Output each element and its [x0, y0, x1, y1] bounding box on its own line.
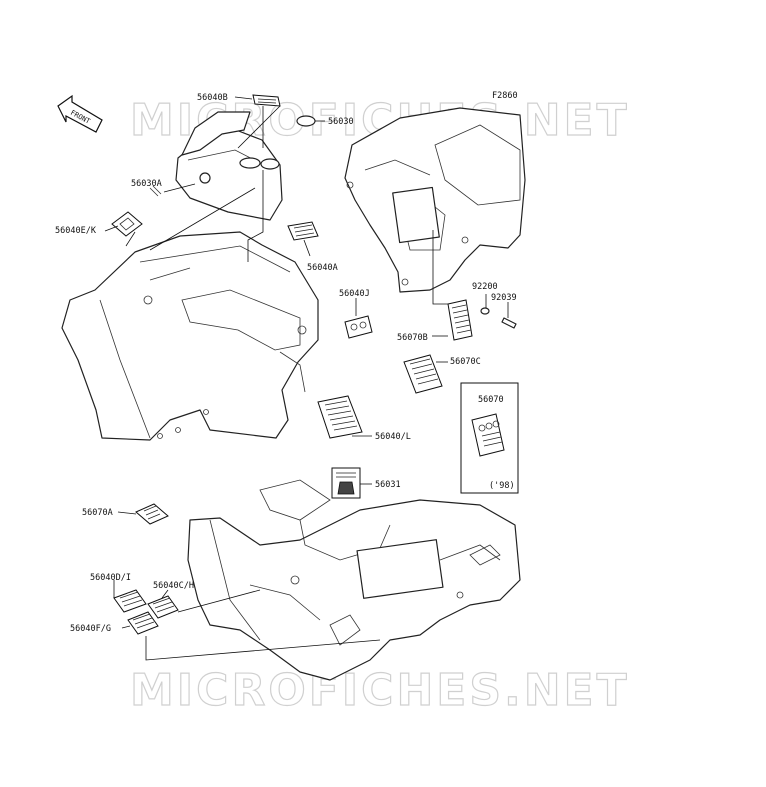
label-56070C: 56070C [450, 357, 481, 367]
label-56040J: 56040J [339, 289, 370, 299]
decal-56040EK [111, 211, 143, 237]
watermark-bottom: MICROFICHES.NET [130, 665, 630, 716]
decal-56031 [331, 467, 361, 499]
label-56040L: 56040/L [375, 432, 411, 442]
label-56031: 56031 [375, 480, 401, 490]
label-92200: 92200 [472, 282, 498, 292]
decal-56070A [135, 503, 169, 525]
part-labels: 56040B 56030 56030A 56040E/K 56040A 5604… [55, 93, 517, 634]
label-56040A: 56040A [307, 263, 338, 273]
rear-fender-assembly [344, 107, 526, 293]
inset-year: ('98) [489, 481, 515, 491]
decal-56070B [447, 299, 473, 341]
front-arrow-icon: FRONT [57, 94, 103, 133]
label-56070B: 56070B [397, 333, 428, 343]
rear-carrier-assembly [187, 479, 521, 681]
decal-56040L [317, 395, 363, 439]
front-fender-assembly [61, 111, 319, 441]
decal-56040J [344, 315, 373, 339]
label-56040FG: 56040F/G [70, 624, 111, 634]
label-56070A: 56070A [82, 508, 113, 518]
part-56030-washer [296, 115, 316, 127]
label-92039: 92039 [491, 293, 517, 303]
leader-lines [104, 96, 509, 661]
label-56030: 56030 [328, 117, 354, 127]
decal-56040B [252, 94, 281, 107]
decal-56040FG [127, 611, 159, 635]
label-56040DI: 56040D/I [90, 573, 131, 583]
part-92200-washer [480, 307, 490, 315]
part-92039-pin [501, 317, 517, 329]
label-56040CH: 56040C/H [153, 581, 194, 591]
label-56040B: 56040B [197, 93, 228, 103]
label-56030A: 56030A [131, 179, 162, 189]
label-56040EK: 56040E/K [55, 226, 97, 236]
inset-56070-98: 56070 ('98) [460, 382, 519, 494]
part-56030A-clip [149, 185, 162, 197]
inset-part-number: 56070 [478, 395, 504, 405]
decal-56040CH [147, 595, 179, 619]
decal-56040DI [113, 589, 147, 613]
figure-code: F2860 [492, 91, 518, 101]
decal-56070C [403, 354, 443, 394]
decal-56040A [287, 221, 319, 241]
